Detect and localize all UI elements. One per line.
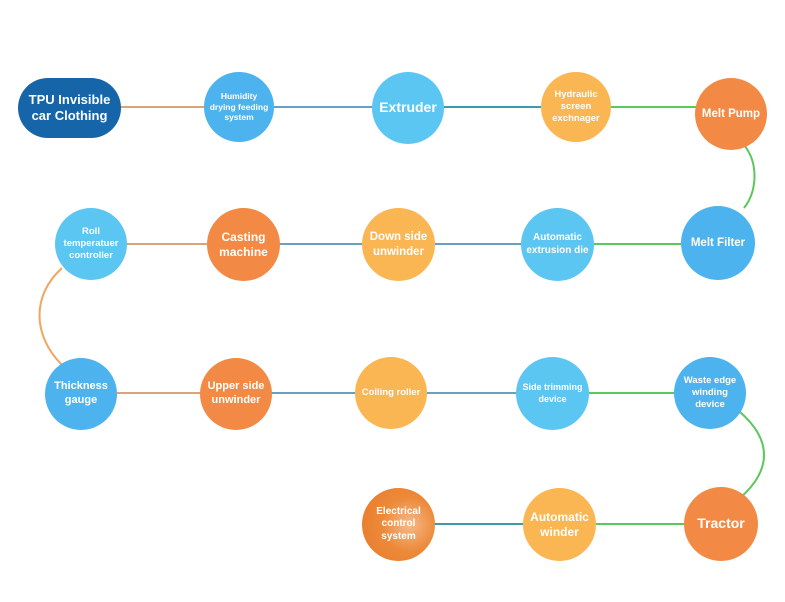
node-label: Electrical control system	[376, 505, 421, 542]
node-label: Roll temperatuer controller	[63, 226, 119, 261]
node-label: TPU Invisible car Clothing	[28, 91, 111, 123]
link-meltpump-meltfilter	[743, 144, 756, 209]
node-humidity-drying: Humidity drying feeding system	[204, 72, 274, 142]
node-label: Down side unwinder	[369, 231, 428, 258]
node-melt-pump: Melt Pump	[695, 78, 767, 150]
node-label: Hydraulic screen exchnager	[552, 89, 600, 124]
node-label: Extruder	[379, 99, 437, 116]
node-label: Tractor	[697, 515, 745, 532]
node-upper-side-unwinder: Upper side unwinder	[200, 358, 272, 430]
node-roll-temp-controller: Roll temperatuer controller	[55, 208, 127, 280]
node-label: Thickness gauge	[54, 380, 108, 406]
node-casting-machine: Casting machine	[207, 208, 280, 281]
node-tpu-invisible-car-clothing: TPU Invisible car Clothing	[18, 78, 121, 138]
node-label: Casting machine	[219, 229, 268, 259]
node-electrical-control-system: Electrical control system	[362, 488, 435, 561]
node-label: Automatic winder	[530, 509, 589, 539]
node-label: Humidity drying feeding system	[209, 91, 269, 123]
node-waste-edge-winding: Waste edge winding device	[674, 357, 746, 429]
node-label: Colling roller	[361, 387, 421, 399]
node-thickness-gauge: Thickness gauge	[45, 358, 117, 430]
node-label: Side trimming device	[522, 382, 583, 404]
node-down-side-unwinder: Down side unwinder	[362, 208, 435, 281]
node-side-trimming-device: Side trimming device	[516, 357, 589, 430]
node-label: Upper side unwinder	[207, 380, 265, 406]
node-tractor: Tractor	[684, 487, 758, 561]
node-label: Waste edge winding device	[683, 375, 737, 410]
node-colling-roller: Colling roller	[355, 357, 427, 429]
node-label: Melt Filter	[690, 236, 746, 249]
node-label: Melt Pump	[701, 107, 761, 120]
link-waste-tractor	[739, 411, 765, 499]
node-automatic-winder: Automatic winder	[523, 488, 596, 561]
node-extruder: Extruder	[372, 72, 444, 144]
node-melt-filter: Melt Filter	[681, 206, 755, 280]
node-automatic-extrusion-die: Automatic extrusion die	[521, 208, 594, 281]
node-hydraulic-screen: Hydraulic screen exchnager	[541, 72, 611, 142]
link-rolltemp-thickness	[38, 267, 63, 366]
node-label: Automatic extrusion die	[526, 232, 589, 256]
